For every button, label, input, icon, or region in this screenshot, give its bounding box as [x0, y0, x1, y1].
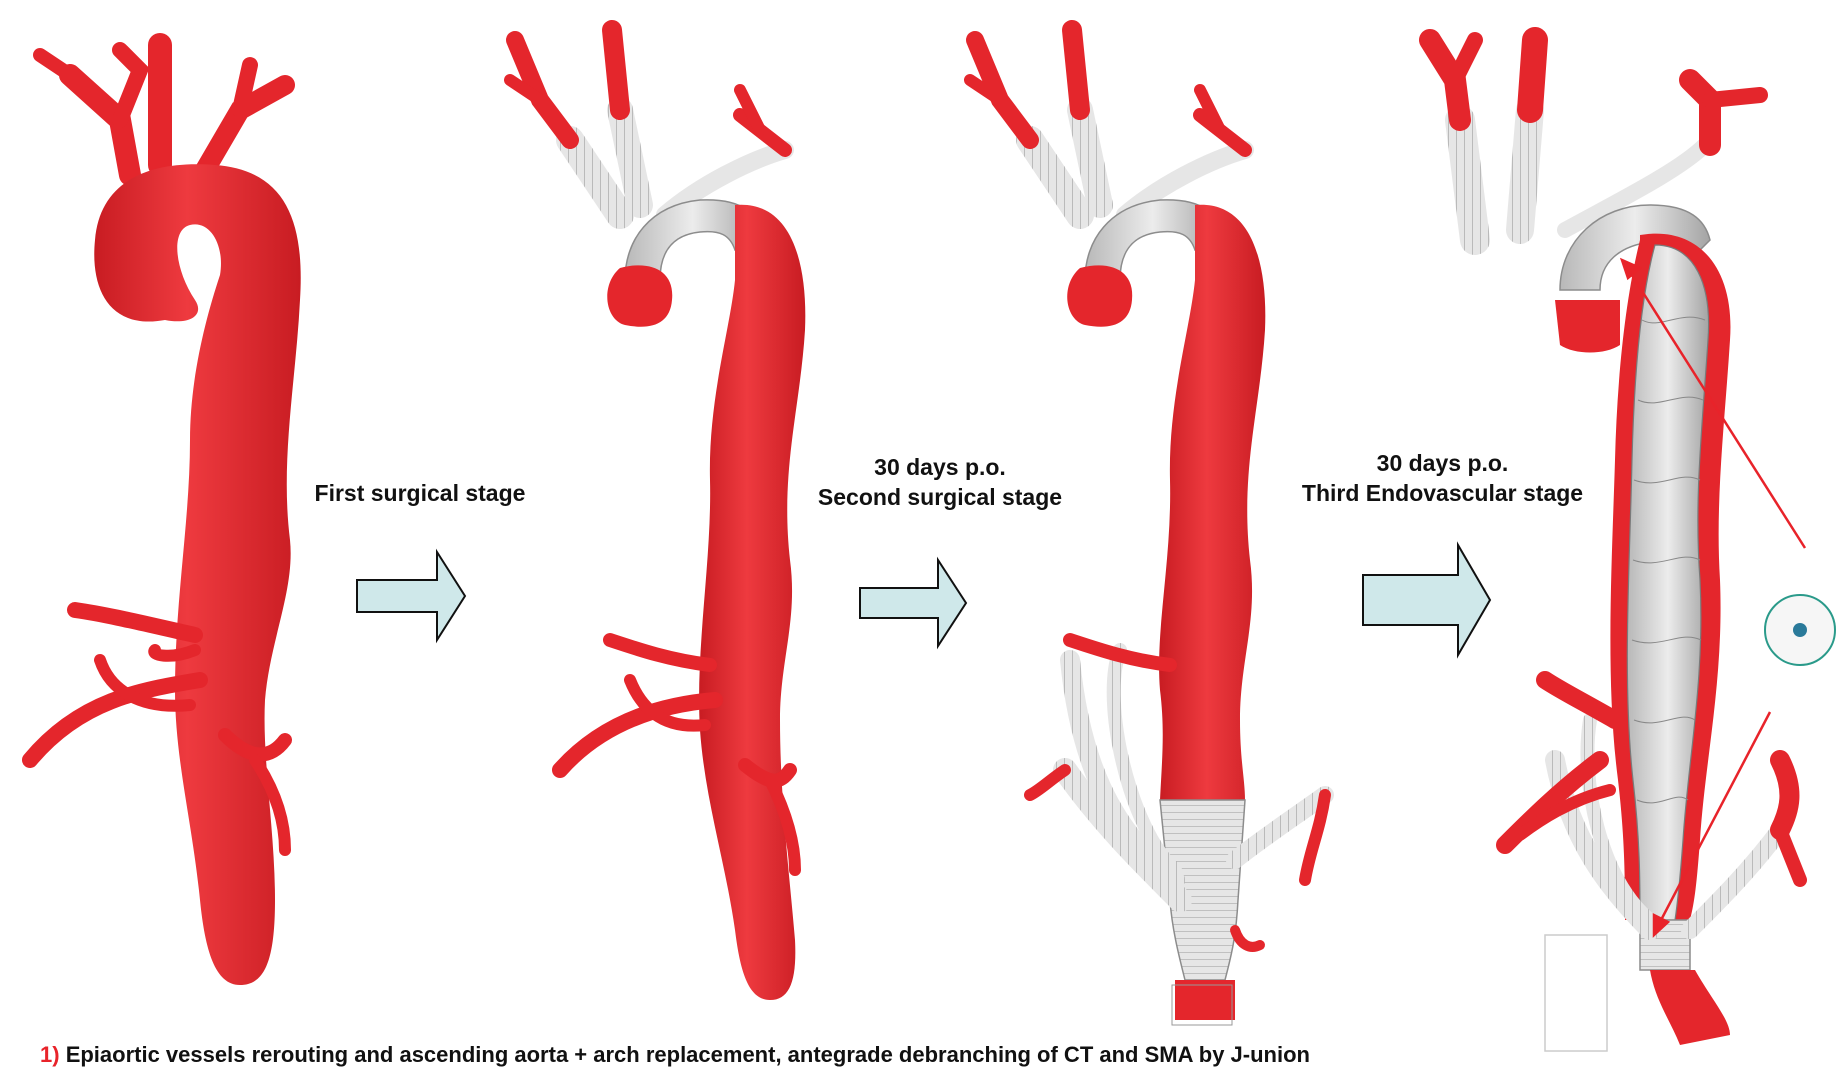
aorta-body	[1159, 205, 1265, 800]
right-block-arrow-icon	[1363, 545, 1490, 655]
aorta-preoperative	[30, 45, 301, 985]
aorta-second-stage	[970, 30, 1325, 1020]
aorta-first-stage	[510, 30, 805, 1000]
caption-text: Epiaortic vessels rerouting and ascendin…	[66, 1042, 1310, 1067]
arch-graft-branches	[1430, 40, 1760, 240]
aorta-body	[94, 164, 300, 985]
caption-number: 1)	[40, 1042, 60, 1067]
stage-1-label: First surgical stage	[290, 478, 550, 508]
aorta-body	[699, 205, 805, 1000]
ascending-stump	[607, 265, 672, 326]
arch-graft-branches	[970, 30, 1245, 215]
arch-graft-branches	[510, 30, 785, 215]
stage-3-line2: Third Endovascular stage	[1270, 478, 1615, 508]
stage-1-line1: First surgical stage	[290, 478, 550, 508]
stage-2-line1: 30 days p.o.	[785, 452, 1095, 482]
ascending-stump	[1555, 300, 1620, 353]
stage-2-line2: Second surgical stage	[785, 482, 1095, 512]
right-block-arrow-icon	[860, 560, 966, 646]
supra-aortic-branches	[40, 45, 285, 175]
ascending-stump	[1067, 265, 1132, 326]
distal-aorta-stump	[1650, 970, 1730, 1045]
stage-3-label: 30 days p.o. Third Endovascular stage	[1270, 448, 1615, 508]
right-block-arrow-icon	[357, 552, 465, 640]
white-box	[1545, 935, 1607, 1051]
aorta-third-stage	[1430, 40, 1835, 1051]
distal-aorta-stump	[1175, 980, 1235, 1020]
stage-2-label: 30 days p.o. Second surgical stage	[785, 452, 1095, 512]
figure-caption: 1) Epiaortic vessels rerouting and ascen…	[40, 1042, 1310, 1068]
stent-detail-inset	[1765, 595, 1835, 665]
stage-3-line1: 30 days p.o.	[1270, 448, 1615, 478]
